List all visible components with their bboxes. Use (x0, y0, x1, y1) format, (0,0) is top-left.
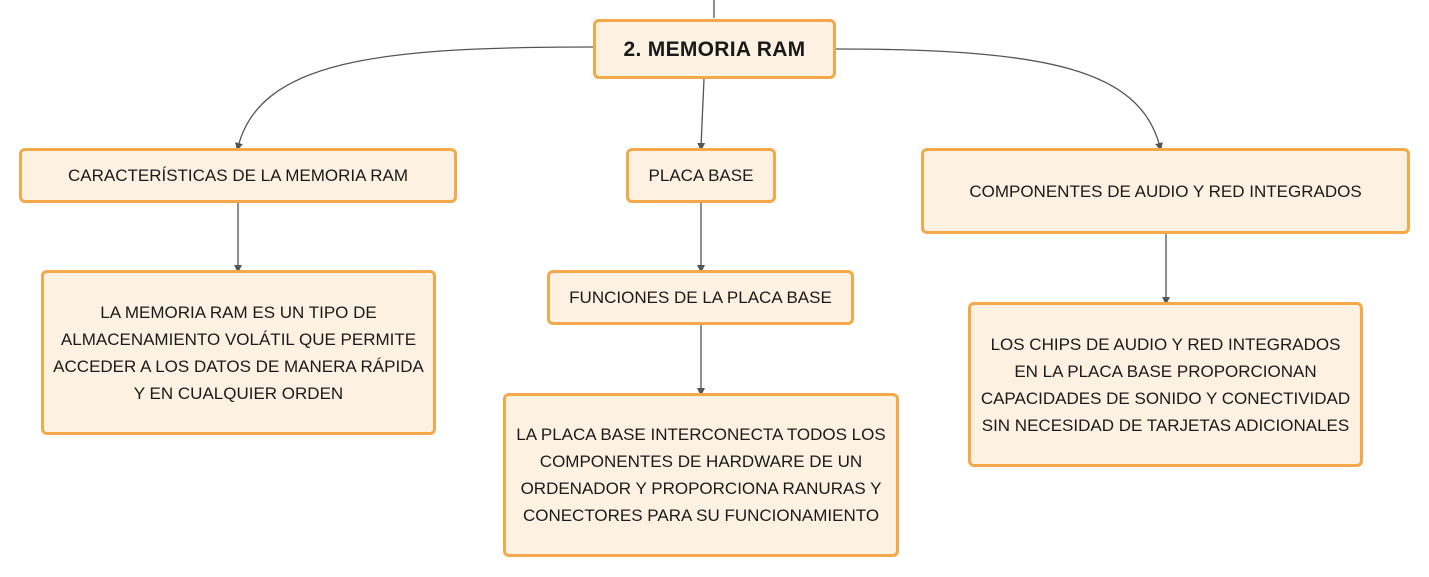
root-node-title: 2. MEMORIA RAM (623, 37, 806, 61)
node-componentes-audio-red[interactable]: COMPONENTES DE AUDIO Y RED INTEGRADOS (921, 148, 1410, 234)
node-caracteristicas-label: CARACTERÍSTICAS DE LA MEMORIA RAM (67, 166, 409, 185)
connector-root-to-placa-base (697, 78, 706, 151)
connector-root-to-caracteristicas (235, 46, 594, 151)
node-componentes-label: COMPONENTES DE AUDIO Y RED INTEGRADOS (969, 181, 1362, 201)
node-caracteristicas-detail[interactable]: LA MEMORIA RAM ES UN TIPO DE ALMACENAMIE… (41, 270, 436, 435)
root-node-memoria-ram[interactable]: 2. MEMORIA RAM (593, 19, 836, 79)
node-componentes-detail[interactable]: LOS CHIPS DE AUDIO Y RED INTEGRADOS EN L… (968, 302, 1363, 467)
node-caracteristicas-detail-text: LA MEMORIA RAM ES UN TIPO DE ALMACENAMIE… (53, 302, 424, 403)
connector-root-to-componentes (834, 48, 1163, 151)
node-funciones-label: FUNCIONES DE LA PLACA BASE (569, 288, 832, 307)
node-caracteristicas-memoria-ram[interactable]: CARACTERÍSTICAS DE LA MEMORIA RAM (19, 148, 457, 203)
node-placa-base-detail-text: LA PLACA BASE INTERCONECTA TODOS LOS COM… (516, 425, 886, 525)
node-componentes-detail-text: LOS CHIPS DE AUDIO Y RED INTEGRADOS EN L… (980, 334, 1351, 435)
node-placa-base-detail[interactable]: LA PLACA BASE INTERCONECTA TODOS LOS COM… (503, 393, 899, 557)
node-placa-base-label: PLACA BASE (648, 166, 754, 185)
node-placa-base[interactable]: PLACA BASE (626, 148, 776, 203)
node-funciones-placa-base[interactable]: FUNCIONES DE LA PLACA BASE (547, 270, 854, 325)
